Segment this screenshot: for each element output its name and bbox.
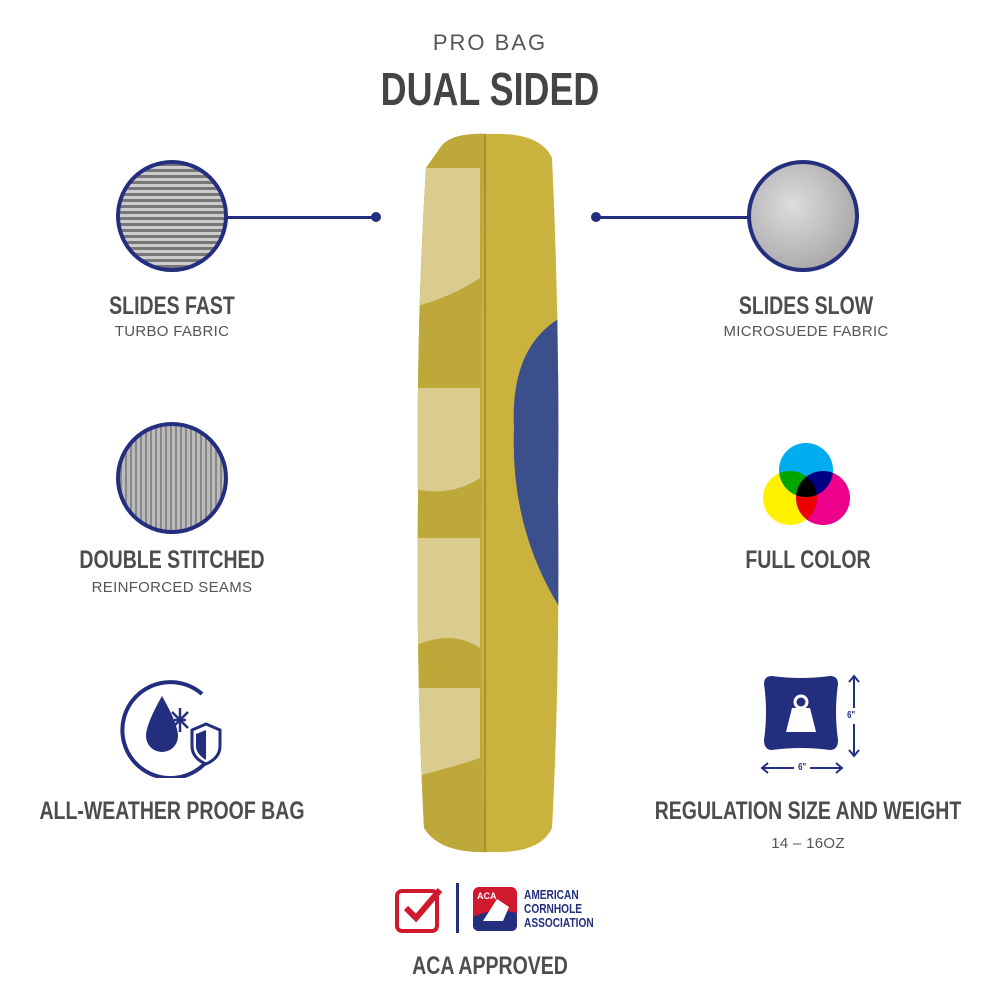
feature-title: FULL COLOR: [745, 546, 871, 574]
weight-icon: [760, 674, 860, 774]
feature-title: SLIDES SLOW: [738, 292, 874, 320]
divider: [456, 883, 459, 933]
microsuede-texture: [747, 160, 859, 272]
page-title: DUAL SIDED: [380, 63, 600, 115]
width-label: 6": [798, 762, 807, 773]
header-kicker: PRO BAG: [432, 30, 548, 55]
connector-dot: [591, 212, 601, 222]
feature-title: ALL-WEATHER PROOF BAG: [39, 797, 305, 825]
feature-subtitle: REINFORCED SEAMS: [91, 579, 253, 596]
feature-subtitle: TURBO FABRIC: [114, 323, 230, 340]
feature-title: SLIDES FAST: [109, 292, 235, 320]
aca-logo: ACA: [473, 887, 517, 931]
cmy-color-wheel-icon: [763, 443, 850, 525]
connector-dot: [371, 212, 381, 222]
logo-line: AMERICAN: [524, 887, 579, 902]
logo-line: ASSOCIATION: [524, 915, 594, 930]
cornhole-bag-side-view: [417, 133, 559, 853]
aca-approved-label: ACA APPROVED: [412, 952, 568, 980]
feature-title: DOUBLE STITCHED: [79, 546, 265, 574]
stitched-seam-texture: [116, 422, 228, 534]
logo-line: CORNHOLE: [524, 901, 583, 916]
feature-subtitle: MICROSUEDE FABRIC: [723, 323, 889, 340]
water-snow-shield-icon: [120, 680, 222, 778]
feature-title: REGULATION SIZE AND WEIGHT: [654, 797, 962, 825]
turbo-fabric-texture: [116, 160, 228, 272]
svg-text:ACA: ACA: [477, 891, 497, 901]
feature-subtitle: 14 – 16OZ: [771, 835, 845, 852]
connector-line: [226, 216, 376, 219]
height-label: 6": [847, 710, 856, 721]
connector-line: [596, 216, 748, 219]
checkbox-check-icon: [395, 888, 443, 933]
aca-logo-text: AMERICAN CORNHOLE ASSOCIATION: [524, 888, 594, 930]
